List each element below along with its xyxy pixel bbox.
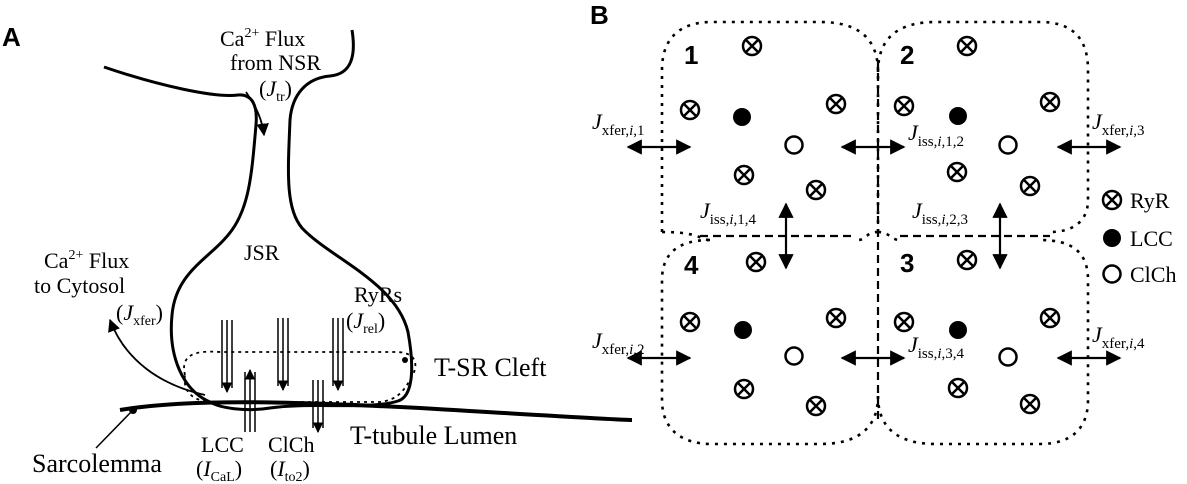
ryrs-label: RyRs — [354, 282, 402, 307]
flux-from-nsr-line2: from NSR — [230, 50, 321, 75]
clch-icon — [998, 135, 1018, 155]
lcc-icon — [1103, 229, 1121, 247]
flux-to-cytosol-line2: to Cytosol — [34, 273, 125, 298]
legend: RyR LCC ClCh — [1101, 188, 1176, 287]
ryr-icon — [893, 95, 915, 117]
ryr-icon — [733, 378, 755, 400]
lcc-icon — [734, 321, 752, 339]
flux-from-nsr-symbol: (Jtr) — [259, 76, 292, 105]
ryr-release-channels — [221, 318, 344, 394]
jsr-label: JSR — [244, 240, 280, 265]
ryr-icon — [679, 99, 701, 121]
t-tubule-lumen-label: T-tubule Lumen — [350, 421, 517, 450]
unit-1-number: 1 — [684, 40, 698, 70]
lcc-channel — [244, 368, 256, 432]
lcc-icon — [733, 108, 751, 126]
panel-a: A Ca2+ Flux from NSR (Jtr) — [2, 22, 633, 484]
tsr-cleft-label: T-SR Cleft — [434, 353, 547, 382]
flux-iss-34-label: Jiss,i,3,4 — [908, 332, 965, 362]
ryr-icon — [1019, 175, 1041, 197]
unit-1-outline — [660, 20, 880, 232]
ryr-icon — [805, 179, 827, 201]
sarcolemma-label: Sarcolemma — [32, 449, 162, 478]
ryr-icon — [1019, 393, 1041, 415]
ryr-icon — [1039, 91, 1061, 113]
sarcolemma-pointer-line — [95, 409, 134, 449]
flux-to-cytosol-arrow — [108, 318, 206, 396]
tsr-cleft-region — [183, 350, 417, 403]
unit-center-curves — [661, 230, 901, 242]
ryrs-symbol: (Jrel) — [346, 308, 385, 337]
tsr-cleft-pointer-dot — [402, 357, 408, 363]
ryr-icon — [741, 35, 763, 57]
flux-iss-12-label: Jiss,i,1,2 — [908, 120, 964, 150]
clch-symbol: (Ito2) — [270, 456, 310, 484]
legend-ryr-label: RyR — [1130, 188, 1170, 213]
legend-lcc-label: LCC — [1130, 226, 1173, 251]
ryr-icon — [946, 161, 968, 183]
flux-to-cytosol-symbol: (Jxfer) — [116, 300, 163, 329]
clch-channel — [312, 380, 324, 434]
ryr-icon — [893, 311, 915, 333]
ryr-icon — [1039, 307, 1061, 329]
clch-label: ClCh — [268, 432, 314, 457]
flux-to-cytosol-line1: Ca2+ Flux — [44, 248, 129, 273]
flux-iss-14-label: Jiss,i,1,4 — [700, 198, 757, 228]
clch-icon — [998, 347, 1018, 367]
ryr-icon — [745, 251, 767, 273]
flux-from-nsr-arrow — [245, 91, 269, 137]
panel-b-label: B — [590, 0, 609, 30]
ryr-icon — [825, 93, 847, 115]
ryr-icon — [825, 307, 847, 329]
flux-xfer-1-label: Jxfer,i,1 — [592, 109, 645, 139]
lcc-icon — [949, 321, 967, 339]
panel-b: B 1 2 3 4 — [590, 0, 1176, 446]
ryr-icon — [733, 164, 755, 186]
clch-icon — [784, 346, 804, 366]
clch-icon — [784, 135, 804, 155]
ryr-icon — [679, 311, 701, 333]
lcc-label: LCC — [201, 432, 244, 457]
panel-a-label: A — [2, 22, 21, 52]
unit-4-number: 4 — [684, 250, 699, 280]
clch-icon — [1102, 264, 1122, 284]
flux-iss-23-label: Jiss,i,2,3 — [912, 198, 968, 228]
ryr-icon — [956, 249, 978, 271]
ryr-icon — [947, 377, 969, 399]
flux-xfer-2-label: Jxfer,i,2 — [592, 328, 645, 358]
ryr-icon — [805, 395, 827, 417]
flux-xfer-4-label: Jxfer,i,4 — [1092, 322, 1145, 352]
jsr-membrane — [103, 29, 414, 412]
lcc-icon — [949, 107, 967, 125]
unit-2-number: 2 — [900, 40, 914, 70]
legend-clch-label: ClCh — [1130, 262, 1176, 287]
ryr-icon — [1101, 189, 1123, 211]
flux-from-nsr-line1: Ca2+ Flux — [220, 26, 305, 51]
flux-xfer-3-label: Jxfer,i,3 — [1092, 109, 1145, 139]
unit-3-outline — [876, 238, 1090, 446]
lcc-symbol: (ICaL) — [196, 456, 242, 484]
ryr-icon — [956, 35, 978, 57]
unit-3-number: 3 — [900, 248, 914, 278]
sarcolemma-membrane — [119, 400, 633, 422]
